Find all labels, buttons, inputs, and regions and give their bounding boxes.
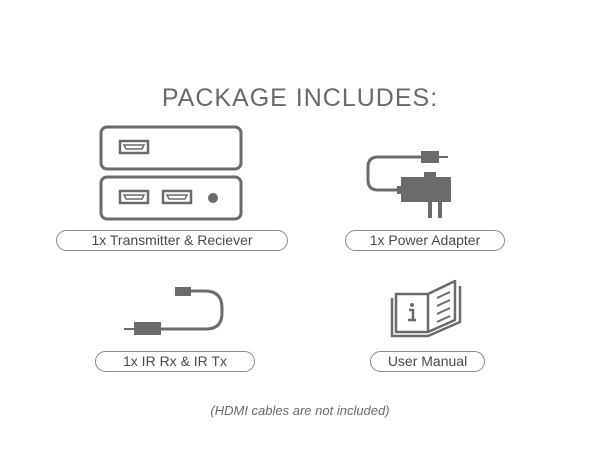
item-label-user-manual: User Manual	[370, 351, 485, 372]
power-adapter-icon	[366, 151, 451, 218]
item-label-power-adapter: 1x Power Adapter	[345, 230, 505, 251]
package-title: PACKAGE INCLUDES:	[161, 84, 439, 112]
user-manual-icon	[390, 279, 462, 338]
item-label-transmitter-receiver: 1x Transmitter & Reciever	[56, 230, 288, 251]
ir-cable-icon	[124, 287, 224, 335]
item-label-ir-cable: 1x IR Rx & IR Tx	[95, 351, 255, 372]
hdmi-note: (HDMI cables are not included)	[210, 403, 390, 418]
transmitter-receiver-icon	[99, 125, 243, 221]
